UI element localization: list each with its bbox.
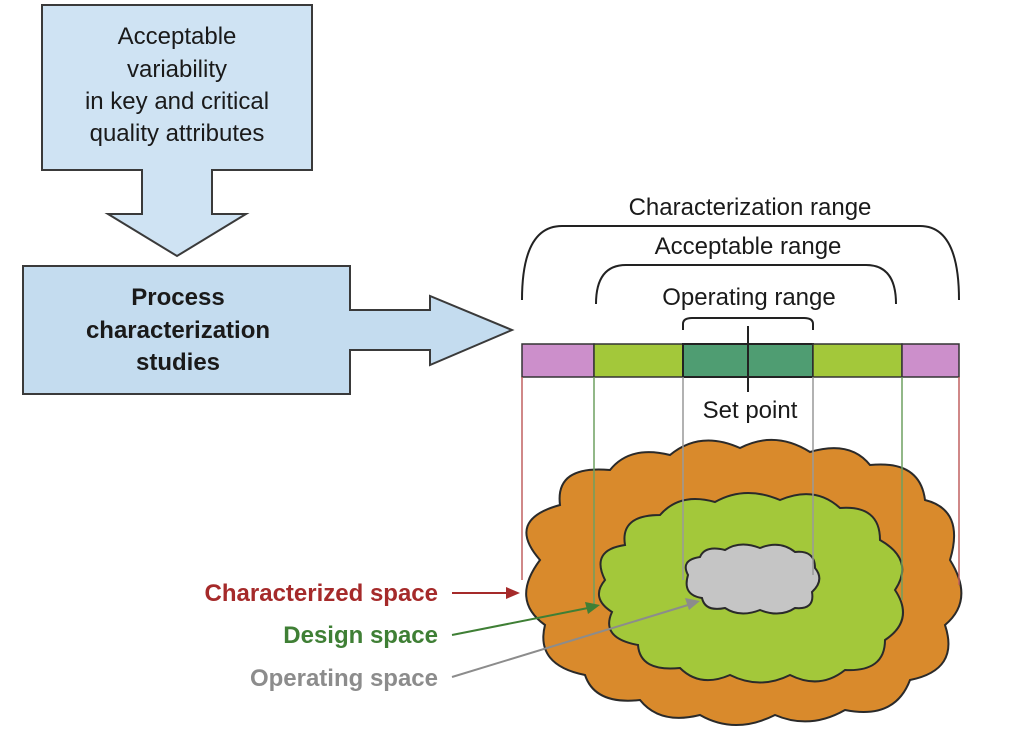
top-box-line-3: in key and critical	[85, 88, 269, 115]
range-bar-mid-right	[812, 343, 903, 378]
process-box-line-2: characterization	[86, 317, 270, 344]
operating-range-bracket	[682, 317, 814, 330]
acceptable-range-bracket	[595, 264, 897, 305]
set-point-label: Set point	[703, 397, 798, 424]
characterization-range-label: Characterization range	[629, 194, 872, 221]
characterized-space-label: Characterized space	[205, 580, 438, 607]
top-box-line-4: quality attributes	[90, 120, 265, 147]
top-arrow-box	[41, 4, 313, 258]
acceptable-range-label: Acceptable range	[655, 233, 842, 260]
operating-space-arrow	[451, 598, 700, 678]
characterized-space-arrow	[452, 587, 520, 599]
range-bar-mid-left	[593, 343, 684, 378]
range-bar-outer-right	[901, 343, 960, 378]
design-space-arrow	[451, 602, 600, 636]
process-arrow-box	[22, 265, 515, 395]
process-box-line-3: studies	[136, 349, 220, 376]
top-box-line-1: Acceptable	[118, 23, 237, 50]
design-space-label: Design space	[283, 622, 438, 649]
range-bar-outer-left	[521, 343, 595, 378]
top-box-line-2: variability	[127, 56, 227, 83]
characterization-range-bracket	[521, 225, 960, 301]
operating-range-label: Operating range	[662, 284, 835, 311]
process-box-line-1: Process	[131, 284, 224, 311]
operating-space-cloud	[684, 543, 821, 615]
operating-space-label: Operating space	[250, 665, 438, 692]
